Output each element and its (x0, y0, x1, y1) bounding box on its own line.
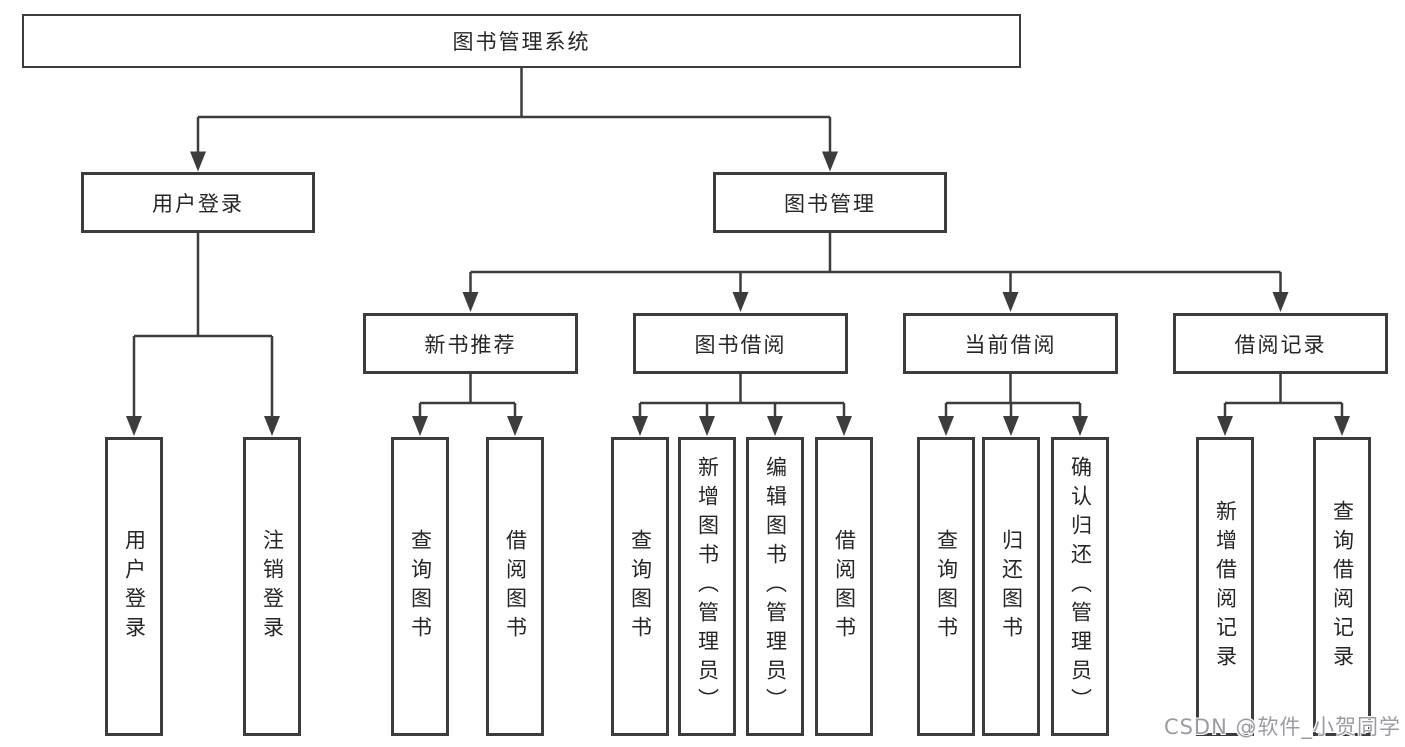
csdn-watermark: CSDN @软件_小贺同学 (1163, 715, 1401, 739)
leaf-records-add-record: 新增借阅记录 (1196, 437, 1254, 736)
leaf-recommend-query-books: 查询图书 (391, 437, 449, 736)
leaf-label: 用户登录 (122, 528, 147, 645)
node-current-borrowing: 当前借阅 (903, 313, 1118, 374)
leaf-label: 借阅图书 (832, 528, 857, 645)
leaf-borrow-edit-books-admin: 编辑图书（管理员） (746, 437, 804, 736)
leaf-label: 注销登录 (260, 528, 285, 645)
leaf-recommend-borrow-books: 借阅图书 (486, 437, 544, 736)
connector-current-borrow-split (938, 374, 1088, 436)
connector-book-management-split (462, 233, 1289, 312)
leaf-label: 借阅图书 (503, 528, 528, 645)
leaf-label: 查询图书 (934, 528, 959, 645)
leaf-current-query-books: 查询图书 (917, 437, 975, 736)
leaf-records-query-record: 查询借阅记录 (1313, 437, 1371, 736)
leaf-user-login: 用户登录 (105, 437, 163, 736)
leaf-borrow-query-books: 查询图书 (611, 437, 669, 736)
node-book-borrowing: 图书借阅 (633, 313, 848, 374)
leaf-label: 查询借阅记录 (1330, 499, 1355, 674)
connector-borrow-records-split (1217, 374, 1350, 436)
leaf-borrow-borrow-books: 借阅图书 (815, 437, 873, 736)
connector-user-login-split (126, 233, 280, 436)
node-book-management: 图书管理 (713, 172, 947, 233)
leaf-label: 新增借阅记录 (1213, 499, 1238, 674)
leaf-logout: 注销登录 (243, 437, 301, 736)
leaf-label: 编辑图书（管理员） (763, 456, 788, 717)
leaf-label: 新增图书（管理员） (695, 456, 720, 717)
connector-root-split (190, 68, 838, 172)
leaf-label: 归还图书 (999, 528, 1024, 645)
leaf-label: 查询图书 (408, 528, 433, 645)
connector-book-borrow-split (632, 374, 852, 436)
node-borrowing-records: 借阅记录 (1173, 313, 1388, 374)
leaf-label: 查询图书 (628, 528, 653, 645)
connector-new-book-split (412, 374, 523, 436)
leaf-borrow-add-books-admin: 新增图书（管理员） (678, 437, 736, 736)
leaf-current-confirm-return-admin: 确认归还（管理员） (1051, 437, 1109, 736)
leaf-current-return-books: 归还图书 (982, 437, 1040, 736)
leaf-label: 确认归还（管理员） (1068, 456, 1093, 717)
node-user-login: 用户登录 (81, 172, 315, 233)
node-new-book-recommend: 新书推荐 (363, 313, 578, 374)
node-root-system: 图书管理系统 (22, 14, 1021, 68)
